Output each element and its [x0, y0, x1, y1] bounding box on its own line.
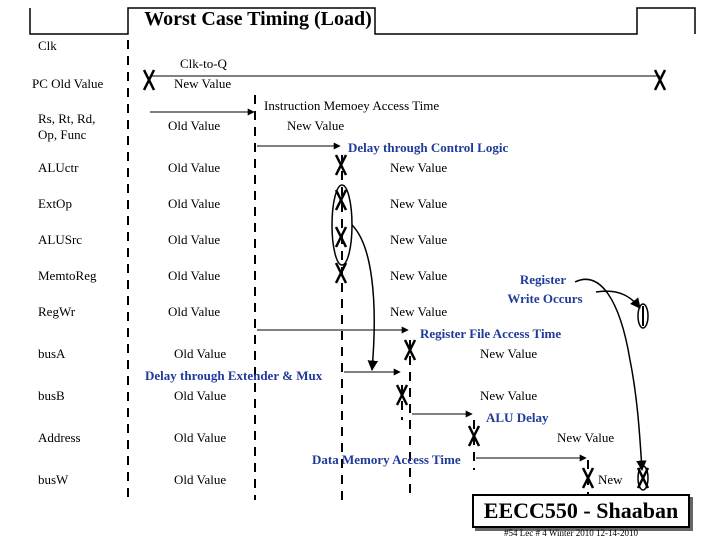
busb-new-value: New Value [480, 388, 537, 403]
busw-old-value: Old Value [174, 472, 226, 487]
arrow-control-to-busb [351, 224, 379, 372]
arrow-register-write-to-busw [574, 278, 647, 472]
annotation-control-logic: Delay through Control Logic [348, 140, 508, 155]
signal-label-busa: busA [38, 346, 66, 361]
annotation-extender-mux: Delay through Extender & Mux [145, 368, 323, 383]
clock-waveform [29, 7, 696, 35]
annotation-register-write-1: Register [520, 272, 566, 287]
annotation-alu-delay: ALU Delay [486, 410, 549, 425]
signal-label-pc: PC Old Value [32, 76, 103, 91]
signal-label-clk: Clk [38, 38, 57, 53]
signal-label-memtoreg: MemtoReg [38, 268, 97, 283]
signal-label-op-func: Op, Func [38, 127, 87, 142]
signal-label-alusrc: ALUSrc [38, 232, 82, 247]
course-badge-text: EECC550 - Shaaban [483, 498, 679, 523]
annotation-register-file: Register File Access Time [420, 326, 561, 341]
address-new-value: New Value [557, 430, 614, 445]
rs-old-value: Old Value [168, 118, 220, 133]
annotation-instruction-memory: Instruction Memoey Access Time [264, 98, 439, 113]
signal-label-aluctr: ALUctr [38, 160, 79, 175]
annotation-clk-to-q: Clk-to-Q [180, 56, 228, 71]
signal-label-busw: busW [38, 472, 69, 487]
pc-new-value: New Value [174, 76, 231, 91]
transition-marks [142, 69, 667, 489]
aluctr-new-value: New Value [390, 160, 447, 175]
annotation-data-memory: Data Memory Access Time [312, 452, 461, 467]
busw-highlight-oval [637, 465, 649, 491]
regwr-new-value: New Value [390, 304, 447, 319]
alusrc-new-value: New Value [390, 232, 447, 247]
signal-label-rs-rt-rd: Rs, Rt, Rd, [38, 111, 95, 126]
busa-old-value: Old Value [174, 346, 226, 361]
regwr-highlight-oval [637, 303, 649, 329]
signal-label-address: Address [38, 430, 81, 445]
regwr-old-value: Old Value [168, 304, 220, 319]
rs-new-value: New Value [287, 118, 344, 133]
memtoreg-new-value: New Value [390, 268, 447, 283]
memtoreg-old-value: Old Value [168, 268, 220, 283]
aluctr-old-value: Old Value [168, 160, 220, 175]
signal-label-busb: busB [38, 388, 65, 403]
lecture-note: #54 Lec # 4 Winter 2010 12-14-2010 [504, 528, 638, 538]
signal-label-extop: ExtOp [38, 196, 72, 211]
address-old-value: Old Value [174, 430, 226, 445]
extop-old-value: Old Value [168, 196, 220, 211]
diagram-title: Worst Case Timing (Load) [144, 8, 372, 30]
arrow-register-write-to-regwr [595, 290, 641, 309]
extop-new-value: New Value [390, 196, 447, 211]
signal-label-regwr: RegWr [38, 304, 76, 319]
course-badge: EECC550 - Shaaban [472, 494, 690, 528]
busa-new-value: New Value [480, 346, 537, 361]
busb-old-value: Old Value [174, 388, 226, 403]
busw-new-value: New [598, 472, 623, 487]
annotation-register-write-2: Write Occurs [507, 291, 582, 306]
alusrc-old-value: Old Value [168, 232, 220, 247]
